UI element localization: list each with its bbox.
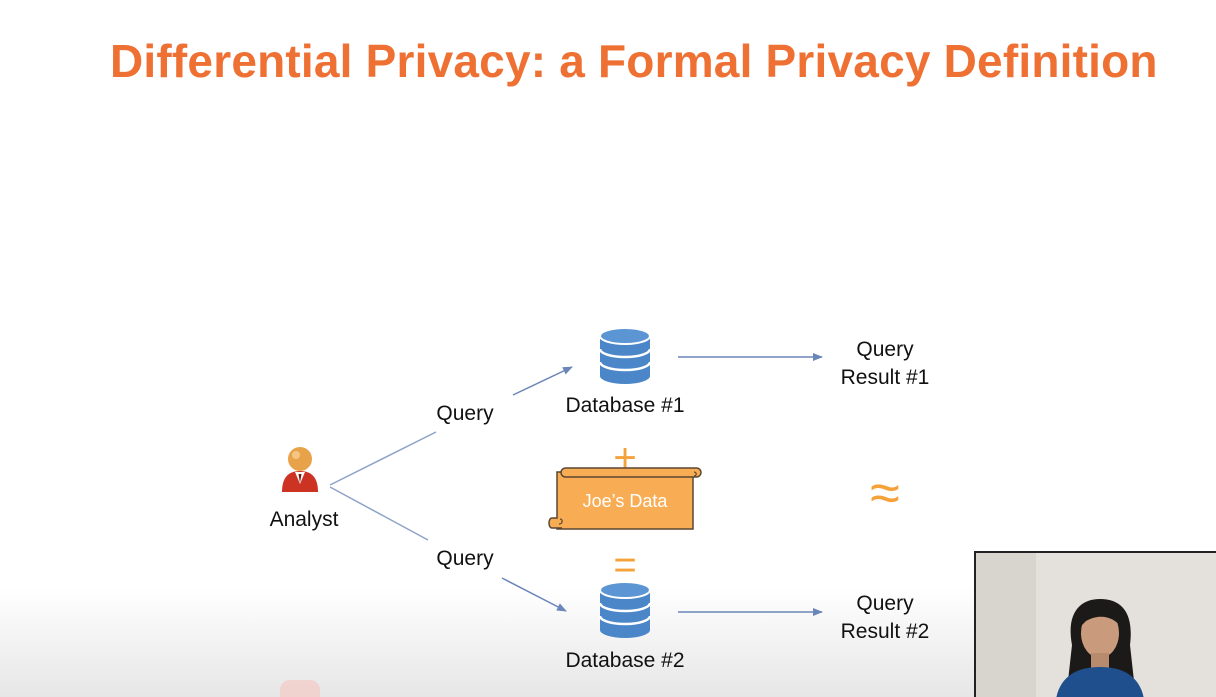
result-1-line2: Result #1 — [840, 366, 930, 389]
equals-symbol: = — [613, 543, 637, 587]
scroll-icon — [548, 466, 704, 532]
query-bottom-label: Query — [436, 547, 494, 570]
analyst-to-query-top-line — [329, 431, 437, 486]
analyst-label: Analyst — [269, 508, 339, 531]
person-icon — [278, 444, 322, 494]
result-1-line1: Query — [856, 338, 914, 361]
presenter-webcam — [974, 551, 1216, 697]
result-2-line2: Result #2 — [840, 620, 930, 643]
approx-symbol: ≈ — [870, 463, 900, 523]
database-1-label: Database #1 — [565, 394, 685, 417]
query-top-to-db1-arrow — [512, 366, 573, 396]
query-bottom-to-db2-arrow — [501, 577, 567, 612]
presenter-icon — [976, 553, 1216, 697]
scroll-label: Joe’s Data — [582, 491, 668, 511]
result-2-line1: Query — [856, 592, 914, 615]
database-2-label: Database #2 — [565, 649, 685, 672]
analyst-to-query-bottom-line — [329, 486, 429, 541]
query-top-label: Query — [436, 402, 494, 425]
database-icon — [598, 327, 652, 385]
faded-mark — [280, 680, 320, 697]
database-icon — [598, 581, 652, 639]
slide-title: Differential Privacy: a Formal Privacy D… — [110, 35, 1158, 87]
